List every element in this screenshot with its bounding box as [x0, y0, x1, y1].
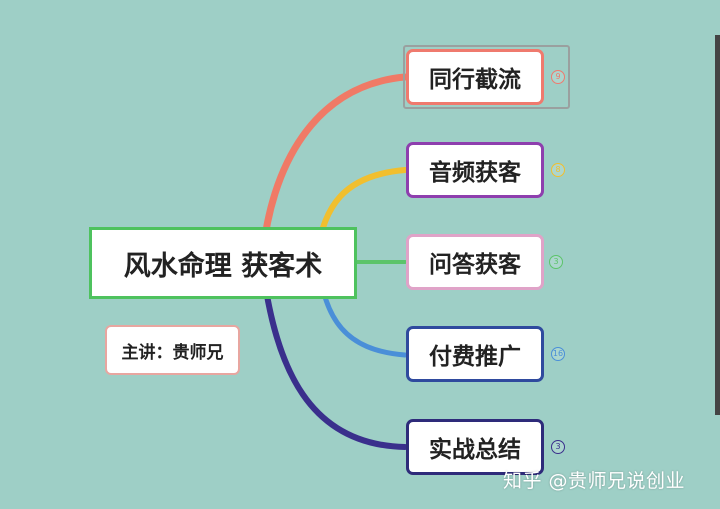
- branch-topic-label: 实战总结: [429, 437, 521, 463]
- connector-branch-5: [259, 259, 408, 450]
- branch-topic-label: 付费推广: [429, 344, 521, 370]
- branch-topic-2[interactable]: 音频获客: [406, 142, 544, 198]
- connector-branch-1: [258, 73, 409, 266]
- branch-topic-3[interactable]: 问答获客: [406, 234, 544, 290]
- branch-count-badge-3[interactable]: 3: [549, 255, 563, 269]
- window-edge-strip: [715, 35, 720, 415]
- presenter-note[interactable]: 主讲：贵师兄: [105, 325, 240, 375]
- branch-topic-label: 音频获客: [429, 160, 521, 186]
- branch-count-badge-4[interactable]: 16: [551, 347, 565, 361]
- central-topic[interactable]: 风水命理 获客术: [89, 227, 357, 299]
- selection-frame: [403, 45, 570, 109]
- branch-count-badge-2[interactable]: 8: [551, 163, 565, 177]
- branch-topic-5[interactable]: 实战总结: [406, 419, 544, 475]
- branch-count-badge-1[interactable]: 9: [551, 70, 565, 84]
- central-topic-label: 风水命理 获客术: [123, 250, 323, 282]
- branch-topic-1[interactable]: 同行截流: [406, 49, 544, 105]
- branch-topic-label: 问答获客: [429, 252, 521, 278]
- branch-topic-4[interactable]: 付费推广: [406, 326, 544, 382]
- watermark-text: 知乎 @贵师兄说创业: [503, 470, 686, 492]
- branch-topic-label: 同行截流: [429, 67, 521, 93]
- presenter-note-label: 主讲：贵师兄: [121, 342, 224, 363]
- branch-count-badge-5[interactable]: 3: [551, 440, 565, 454]
